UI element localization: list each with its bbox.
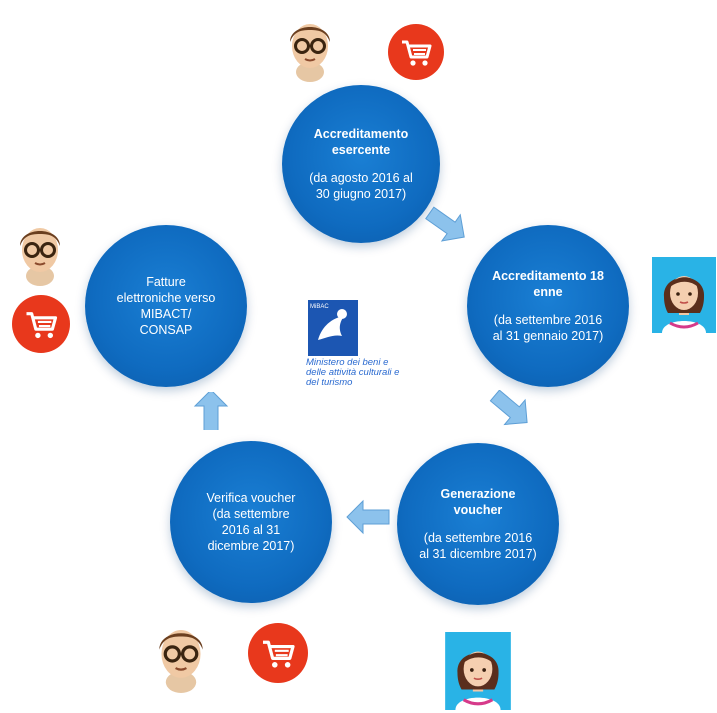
merchant-avatar-icon <box>290 24 330 82</box>
node-text: Fatture elettroniche verso MIBACT/ CONSA… <box>116 275 216 337</box>
merchant-avatar-icon <box>20 228 60 286</box>
merchant-avatar-icon <box>159 630 203 693</box>
arrow-18enne-to-generazione <box>489 390 528 426</box>
node-title: Generazione voucher <box>440 487 516 517</box>
shopping-cart-icon <box>388 24 444 80</box>
logo-abbr: MiBAC <box>310 304 329 310</box>
node-period: (da agosto 2016 al 30 giugno 2017) <box>309 171 413 201</box>
ministry-logo-mark: MiBAC <box>308 300 358 356</box>
node-accreditamento-esercente: Accreditamento esercente (da agosto 2016… <box>282 85 440 243</box>
node-period: (da settembre 2016 al 31 dicembre 2017) <box>419 531 537 561</box>
young-woman-avatar-icon <box>652 257 716 333</box>
node-title: Accreditamento esercente <box>313 127 409 157</box>
shopping-cart-icon <box>12 295 70 353</box>
young-woman-avatar-icon <box>445 632 511 710</box>
node-verifica-voucher: Verifica voucher (da settembre 2016 al 3… <box>170 441 332 603</box>
ministry-name: Ministero dei beni e delle attività cult… <box>306 357 400 388</box>
node-fatture-elettroniche: Fatture elettroniche verso MIBACT/ CONSA… <box>85 225 247 387</box>
node-generazione-voucher: Generazione voucher (da settembre 2016 a… <box>397 443 559 605</box>
ministry-logo: MiBAC Ministero dei beni e delle attivit… <box>306 300 406 420</box>
arrow-generazione-to-verifica <box>346 499 390 535</box>
arrow-esercente-to-18enne <box>425 206 465 242</box>
node-accreditamento-18enne: Accreditamento 18 enne (da settembre 201… <box>467 225 629 387</box>
node-title: Accreditamento 18 enne <box>492 269 604 299</box>
node-period: (da settembre 2016 al 31 gennaio 2017) <box>492 313 604 343</box>
node-text: Verifica voucher (da settembre 2016 al 3… <box>206 491 296 553</box>
arrow-verifica-to-fatture <box>193 392 229 430</box>
shopping-cart-icon <box>248 623 308 683</box>
